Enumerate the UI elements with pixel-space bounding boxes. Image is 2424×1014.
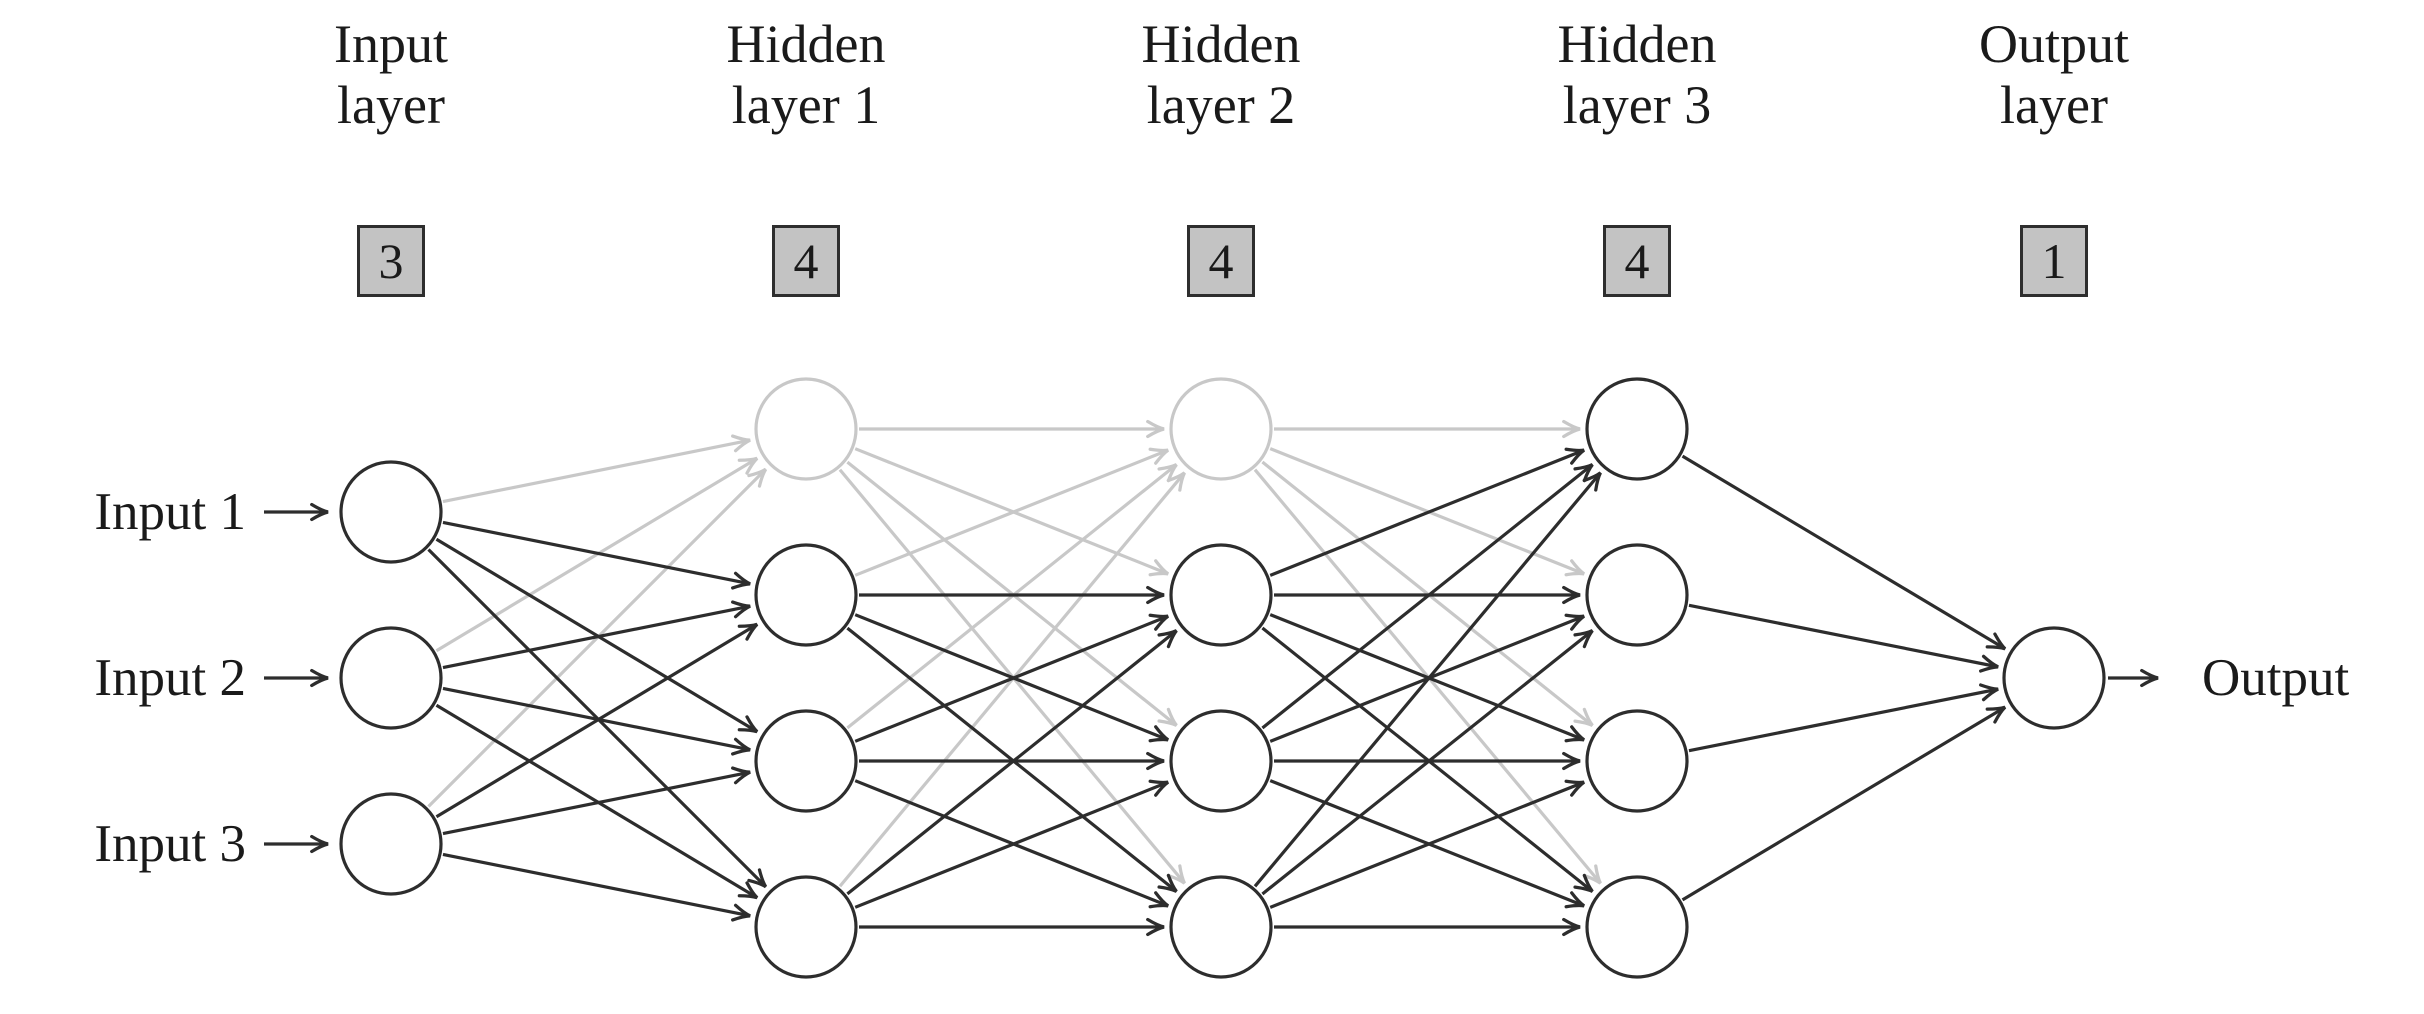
layer-size-badge-output: 1 — [2020, 225, 2088, 297]
input-1-label: Input 1 — [94, 483, 246, 541]
output-label: Output — [2202, 649, 2350, 707]
layer-size-badge-hidden-2: 4 — [1187, 225, 1255, 297]
layer-title-hidden-2: Hidden layer 2 — [1141, 14, 1301, 135]
layer-title-hidden-3: Hidden layer 3 — [1557, 14, 1717, 135]
layer-title-input: Input layer — [334, 14, 448, 135]
nodes — [339, 377, 2106, 979]
layer-size-badge-input: 3 — [357, 225, 425, 297]
layer-title-hidden-1: Hidden layer 1 — [726, 14, 886, 135]
faded-edges — [427, 419, 1602, 888]
input-2-label: Input 2 — [94, 649, 246, 707]
layer-title-output: Output layer — [1978, 14, 2129, 135]
layer-size-badge-hidden-1: 4 — [772, 225, 840, 297]
edges — [264, 447, 2159, 937]
input-3-label: Input 3 — [94, 815, 246, 873]
layer-size-badge-hidden-3: 4 — [1603, 225, 1671, 297]
